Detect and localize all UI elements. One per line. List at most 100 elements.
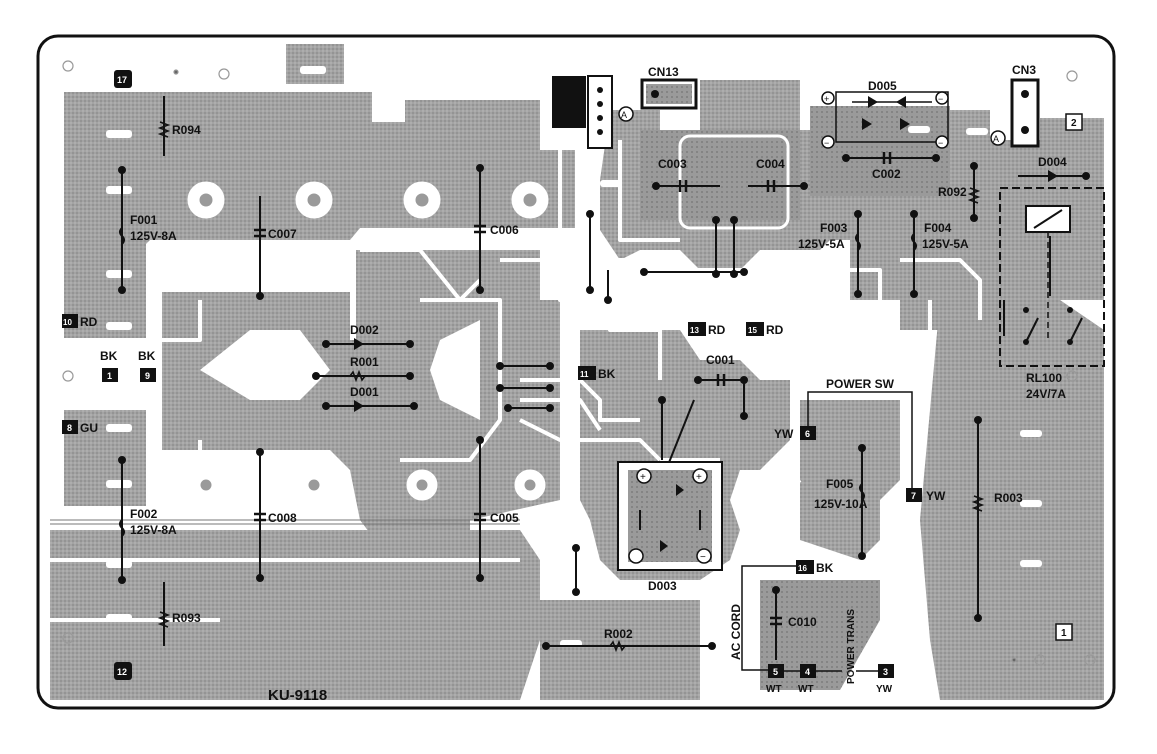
- terminal-16-bk[interactable]: 16 BK: [796, 560, 834, 575]
- c002-label: C002: [872, 167, 901, 181]
- resistor-symbols: [157, 121, 985, 653]
- terminal-bk-1[interactable]: BK 1: [100, 349, 118, 382]
- trace-layer: [50, 46, 1000, 622]
- f001-rating: 125V-8A: [130, 229, 177, 243]
- terminal-7-yw[interactable]: 7 YW: [906, 488, 946, 503]
- c008-label: C008: [268, 511, 297, 525]
- component-labels: R094 F001 125V-8A C007 C006 C003 C004 D0…: [130, 123, 1067, 641]
- svg-text:BK: BK: [598, 367, 616, 381]
- f003-label: F003: [820, 221, 848, 235]
- power-sw-label: POWER SW: [826, 377, 895, 391]
- c001-label: C001: [706, 353, 735, 367]
- svg-text:GU: GU: [80, 421, 98, 435]
- svg-text:9: 9: [145, 371, 150, 381]
- terminal-11-bk[interactable]: 11 BK: [578, 366, 616, 381]
- c003-label: C003: [658, 157, 687, 171]
- terminal-5-wt[interactable]: 5 WT: [766, 664, 784, 695]
- marker-a-icon: [618, 106, 634, 122]
- f003-rating: 125V-5A: [798, 237, 845, 251]
- svg-text:7: 7: [911, 491, 916, 501]
- terminal-8-gu[interactable]: 8 GU: [62, 420, 98, 435]
- rl100-rating: 24V/7A: [1026, 387, 1066, 401]
- diode-symbols: [354, 170, 1058, 412]
- svg-text:3: 3: [883, 667, 888, 677]
- connector-cn13[interactable]: CN13: [640, 65, 698, 110]
- wiring-annotations: [741, 391, 913, 672]
- connector-strip-left[interactable]: A: [552, 75, 634, 149]
- terminal-3-yw[interactable]: 3 YW: [876, 664, 894, 695]
- bridge-d003[interactable]: + + − D003: [617, 461, 723, 593]
- svg-text:4: 4: [805, 667, 810, 677]
- svg-text:RD: RD: [708, 323, 726, 337]
- f001-label: F001: [130, 213, 158, 227]
- bridge-d005[interactable]: + − − − D005 C002: [821, 79, 949, 181]
- c006-label: C006: [490, 223, 519, 237]
- svg-text:YW: YW: [876, 684, 893, 695]
- r094-label: R094: [172, 123, 201, 137]
- d005-label: D005: [868, 79, 897, 93]
- connector-cn3[interactable]: CN3 A: [990, 63, 1040, 148]
- d001-label: D001: [350, 385, 379, 399]
- d002-label: D002: [350, 323, 379, 337]
- rl100-label: RL100: [1026, 371, 1062, 385]
- ac-cord-label: AC CORD: [729, 604, 743, 660]
- terminal-bk-9[interactable]: BK 9: [138, 349, 156, 382]
- copper-layer: [50, 44, 1104, 700]
- svg-text:15: 15: [748, 326, 757, 335]
- fuse-symbols: [119, 227, 917, 537]
- svg-text:5: 5: [773, 667, 778, 677]
- svg-text:WT: WT: [766, 684, 782, 695]
- terminal-2[interactable]: 2: [1065, 113, 1083, 131]
- svg-text:BK: BK: [816, 561, 834, 575]
- c005-label: C005: [490, 511, 519, 525]
- heatsink-cutouts: [200, 320, 480, 420]
- svg-text:11: 11: [580, 370, 589, 379]
- svg-text:1: 1: [1061, 628, 1067, 639]
- svg-text:8: 8: [67, 423, 72, 433]
- marker-a-label-2: A: [993, 134, 999, 144]
- svg-text:RD: RD: [766, 323, 784, 337]
- svg-text:10: 10: [63, 318, 72, 327]
- r092-label: R092: [938, 185, 967, 199]
- f002-label: F002: [130, 507, 158, 521]
- d004-label: D004: [1038, 155, 1067, 169]
- cn13-label: CN13: [648, 65, 679, 79]
- svg-text:12: 12: [117, 667, 127, 677]
- f005-rating: 125V-10A: [814, 497, 868, 511]
- d005-minus-c: −: [938, 138, 943, 148]
- svg-text:6: 6: [805, 429, 810, 439]
- slot-pads: [106, 66, 1042, 647]
- c004-label: C004: [756, 157, 785, 171]
- terminal-6-yw[interactable]: YW 6: [774, 426, 816, 441]
- svg-text:2: 2: [1071, 118, 1077, 129]
- terminal-4-wt[interactable]: 4 WT: [798, 664, 816, 695]
- cn3-label: CN3: [1012, 63, 1036, 77]
- terminal-17[interactable]: 17: [114, 70, 132, 88]
- marker-a-icon-2: [990, 130, 1006, 146]
- d005-minus-b: −: [824, 138, 829, 148]
- r003-label: R003: [994, 491, 1023, 505]
- svg-text:1: 1: [107, 371, 112, 381]
- relay-rl100[interactable]: RL100 24V/7A: [999, 187, 1105, 401]
- terminal-10-rd[interactable]: 10 RD: [62, 314, 98, 329]
- board-id-label: KU-9118: [268, 687, 327, 704]
- d005-minus-a: −: [938, 94, 943, 104]
- via-holes: [62, 60, 1096, 666]
- terminal-13-rd[interactable]: 13 RD: [688, 322, 726, 337]
- terminal-15-rd[interactable]: 15 RD: [746, 322, 784, 337]
- f004-label: F004: [924, 221, 952, 235]
- svg-text:BK: BK: [100, 349, 118, 363]
- svg-text:13: 13: [690, 326, 699, 335]
- terminal-12[interactable]: 12: [114, 662, 132, 680]
- d003-plus-a: +: [640, 472, 646, 483]
- mounting-pads: [187, 43, 953, 501]
- r002-label: R002: [604, 627, 633, 641]
- r001-label: R001: [350, 355, 379, 369]
- svg-text:YW: YW: [774, 427, 794, 441]
- capacitor-symbols: [254, 152, 892, 626]
- d003-label: D003: [648, 579, 677, 593]
- svg-text:YW: YW: [926, 489, 946, 503]
- marker-a-label: A: [621, 110, 627, 120]
- svg-text:WT: WT: [798, 684, 814, 695]
